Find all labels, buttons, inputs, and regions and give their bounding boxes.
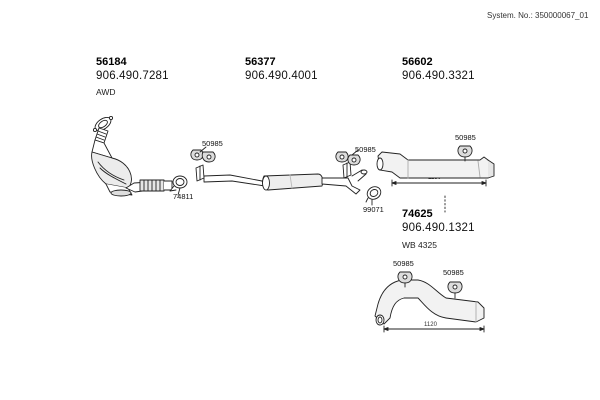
callout-hanger-rear-lower-right: 50985 bbox=[443, 268, 464, 277]
rubber-hanger-rear-upper bbox=[457, 145, 473, 162]
callout-hanger-rear-lower-left: 50985 bbox=[393, 259, 414, 268]
system-number: System. No.: 350000067_01 bbox=[487, 11, 589, 20]
dimension-line-lower bbox=[383, 325, 485, 333]
oem-number: 906.490.7281 bbox=[96, 70, 169, 82]
pipe-clamp-74811 bbox=[169, 175, 188, 196]
oem-number: 906.490.3321 bbox=[402, 70, 475, 82]
pipe-flange bbox=[92, 115, 114, 133]
callout-clamp-front: 74811 bbox=[173, 192, 194, 201]
part-number: 74625 bbox=[402, 208, 433, 220]
dimension-lower-length: 1120 bbox=[424, 322, 437, 328]
middle-pipe-silencer bbox=[195, 161, 368, 195]
middle-silencer bbox=[262, 173, 324, 191]
callout-hanger-mid: 50985 bbox=[355, 145, 376, 154]
part-number: 56602 bbox=[402, 56, 433, 68]
rubber-hanger-rear-lower-left bbox=[397, 271, 413, 288]
callout-clamp-mid: 99071 bbox=[363, 205, 384, 214]
oem-number: 906.490.4001 bbox=[245, 70, 318, 82]
callout-hanger-rear-upper: 50985 bbox=[455, 133, 476, 142]
rubber-hanger-rear-lower-right bbox=[447, 281, 463, 299]
part-number: 56377 bbox=[245, 56, 276, 68]
callout-hanger-front: 50985 bbox=[202, 139, 223, 148]
rear-silencer-56602 bbox=[376, 151, 495, 187]
rubber-hanger-mid bbox=[335, 149, 361, 166]
front-pipe-catalytic-converter bbox=[91, 115, 173, 197]
part-number: 56184 bbox=[96, 56, 127, 68]
rubber-hanger-front bbox=[190, 146, 216, 163]
variant-note: AWD bbox=[96, 87, 116, 97]
flex-joint bbox=[139, 179, 165, 192]
rear-pipe-74625 bbox=[374, 279, 485, 333]
dimension-line-upper bbox=[391, 179, 487, 187]
oem-number: 906.490.1321 bbox=[402, 222, 475, 234]
variant-note: WB 4325 bbox=[402, 240, 437, 250]
pipe-clamp-99071 bbox=[365, 186, 382, 206]
catalytic-converter bbox=[91, 151, 133, 197]
